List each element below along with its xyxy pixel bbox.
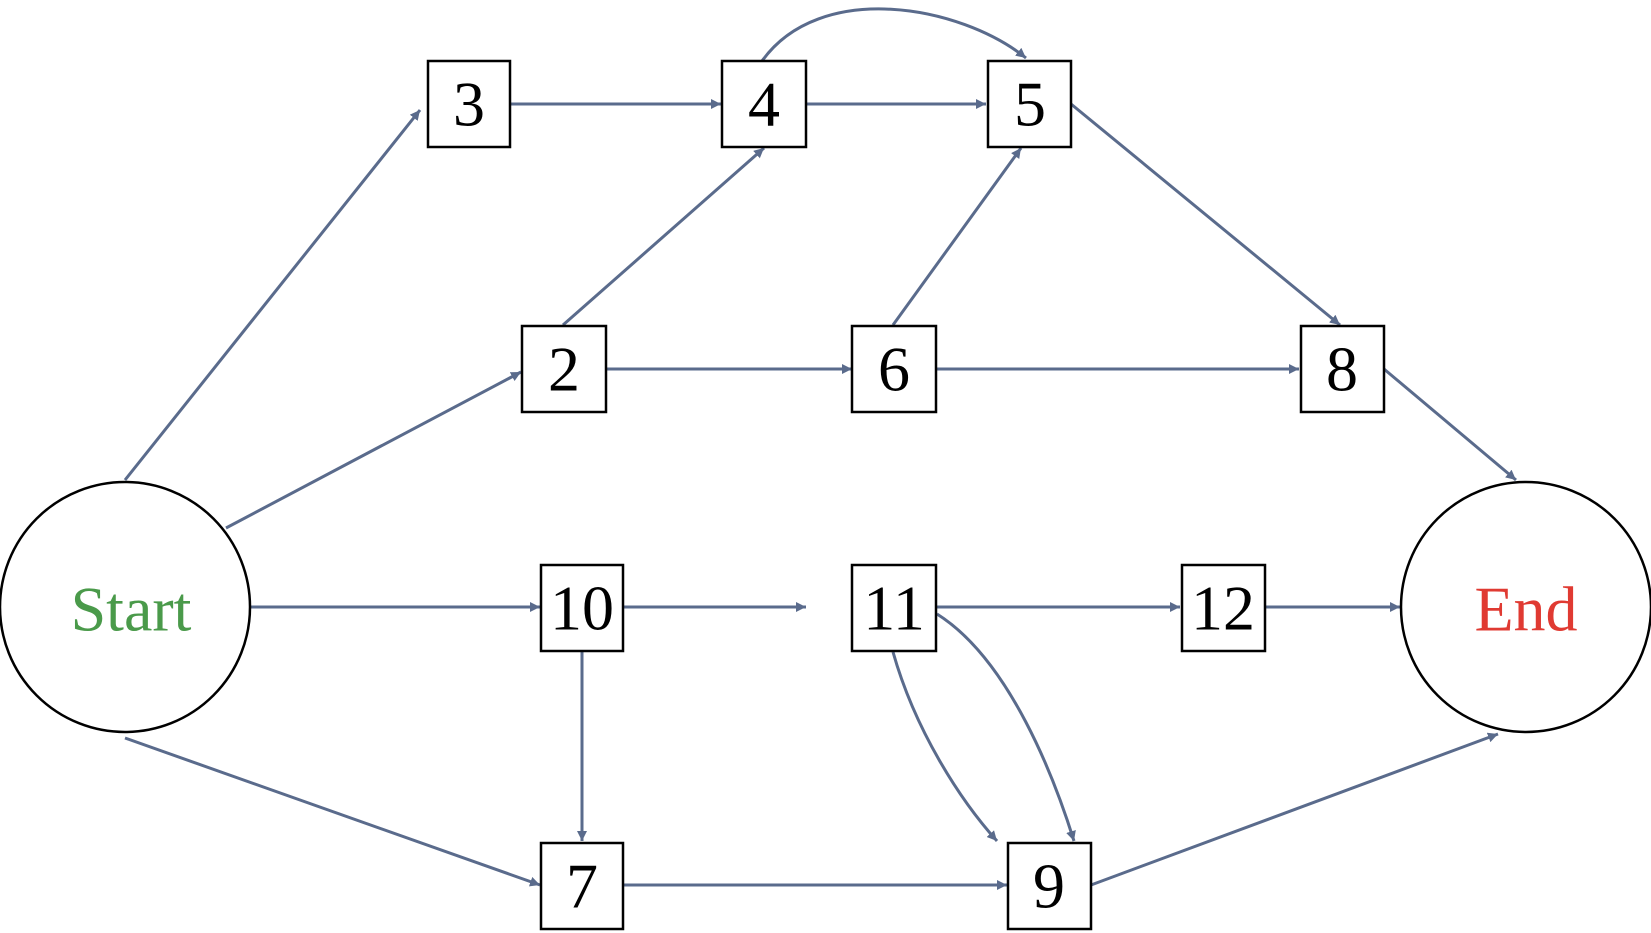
edge-start-to-3 xyxy=(123,109,422,481)
node-4: 4 xyxy=(720,59,808,149)
node-5: 5 xyxy=(986,59,1073,149)
node-12-label: 12 xyxy=(1191,573,1255,644)
edge-6-to-5 xyxy=(891,147,1023,326)
node-5-label: 5 xyxy=(1014,69,1046,140)
node-4-box xyxy=(720,59,808,149)
edge-5-to-8 xyxy=(1070,102,1341,327)
edge-8-to-end xyxy=(1383,367,1517,482)
node-2-box xyxy=(520,324,608,414)
edge-start-to-2 xyxy=(225,370,522,530)
node-7-box xyxy=(539,841,625,931)
node-12: 12 xyxy=(1180,563,1267,653)
node-3-label: 3 xyxy=(453,69,485,140)
node-6-box xyxy=(850,324,938,414)
edge-11-to-9-right xyxy=(936,612,1076,842)
node-8-label: 8 xyxy=(1326,334,1358,405)
end-node: End xyxy=(1399,480,1651,734)
edge-2-to-4 xyxy=(562,146,765,327)
start-circle xyxy=(0,480,252,734)
edges-group xyxy=(123,7,1517,890)
node-11-box xyxy=(850,563,938,653)
node-9-box xyxy=(1006,841,1093,931)
node-6: 6 xyxy=(850,324,938,414)
node-8: 8 xyxy=(1299,324,1386,414)
edge-start-to-7 xyxy=(124,736,541,887)
node-11: 11 xyxy=(850,563,938,653)
node-7-label: 7 xyxy=(566,851,598,922)
node-10: 10 xyxy=(539,563,625,653)
node-4-label: 4 xyxy=(748,69,780,140)
edge-11-to-9-left xyxy=(891,651,999,843)
node-12-box xyxy=(1180,563,1267,653)
node-9-label: 9 xyxy=(1033,851,1065,922)
node-9: 9 xyxy=(1006,841,1093,931)
node-7: 7 xyxy=(539,841,625,931)
node-2-label: 2 xyxy=(548,334,580,405)
node-6-label: 6 xyxy=(878,334,910,405)
node-10-label: 10 xyxy=(550,573,614,644)
node-2: 2 xyxy=(520,324,608,414)
node-11-label: 11 xyxy=(863,573,925,644)
node-3: 3 xyxy=(426,59,512,149)
node-8-box xyxy=(1299,324,1386,414)
node-10-box xyxy=(539,563,625,653)
start-label: Start xyxy=(71,574,192,645)
node-5-box xyxy=(986,59,1073,149)
end-circle xyxy=(1399,480,1651,734)
edge-4-to-5-curved xyxy=(760,7,1027,62)
end-label: End xyxy=(1474,574,1577,645)
edge-9-to-end xyxy=(1090,732,1499,887)
node-3-box xyxy=(426,59,512,149)
start-node: Start xyxy=(0,480,252,734)
